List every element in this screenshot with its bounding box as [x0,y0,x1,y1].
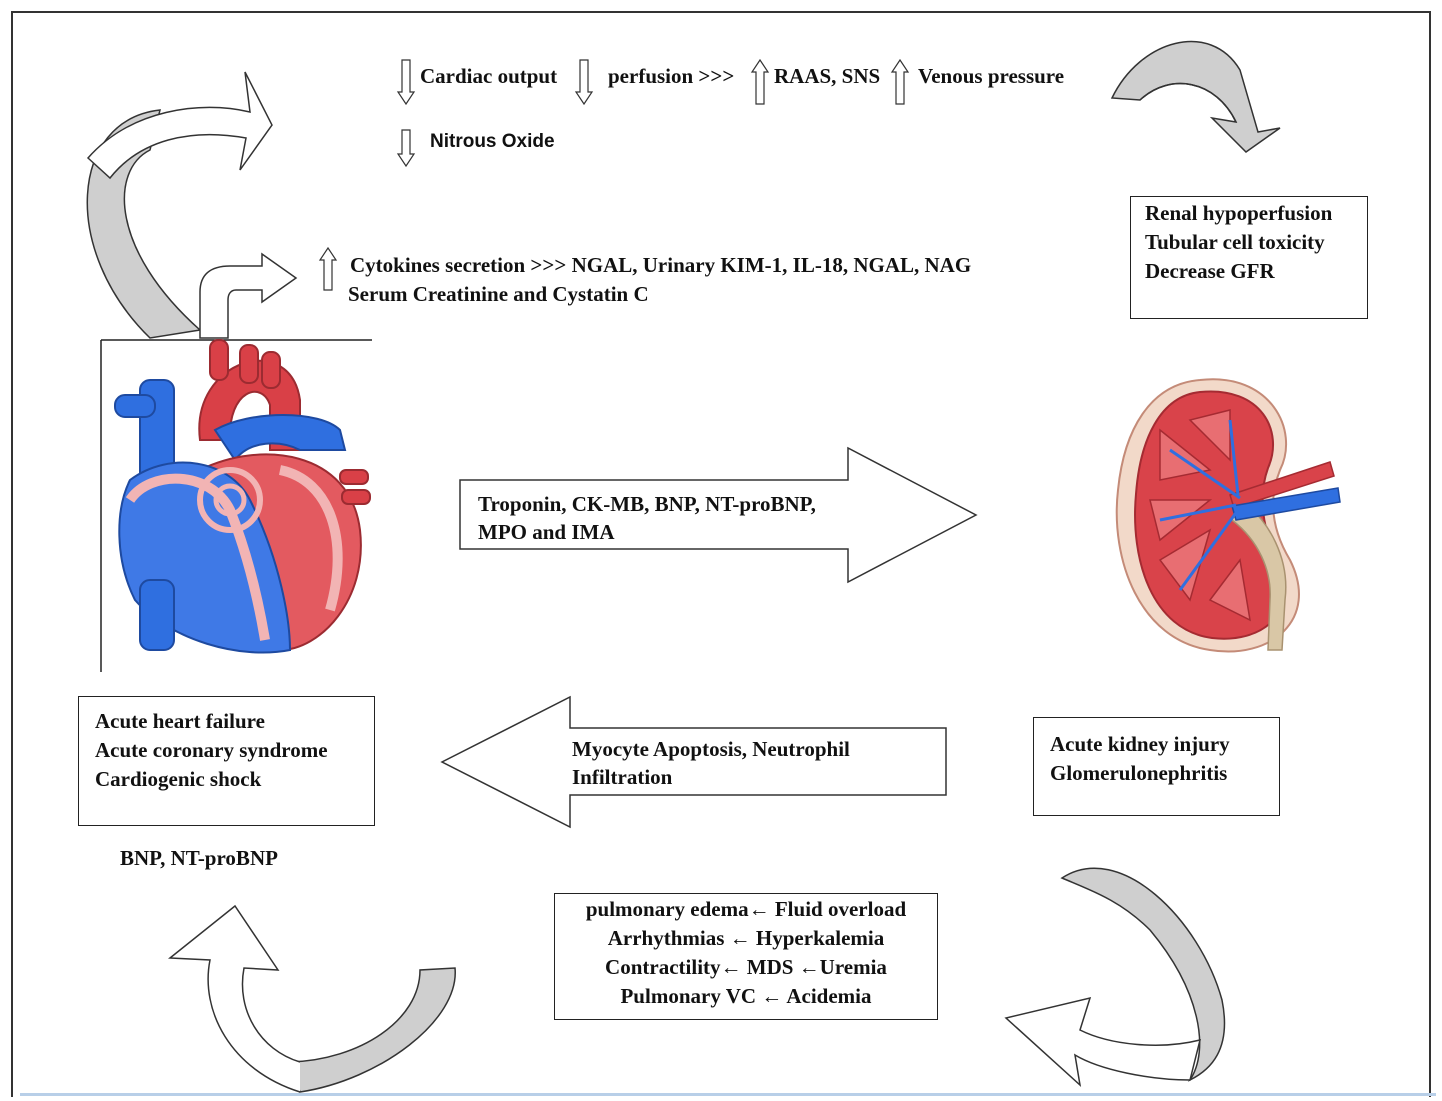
down-arrow-nitrous-oxide [396,129,416,168]
troponin-line-1: Troponin, CK-MB, BNP, NT-proBNP, [478,492,816,516]
effect-line-4: Pulmonary VC ← Acidemia [620,984,872,1008]
heart-conditions-box: Acute heart failure Acute coronary syndr… [78,696,375,826]
curved-arrow-bottom-left [167,904,456,1093]
small-arrow-to-cytokines [199,252,298,339]
kidney-illustration [1115,378,1341,653]
heart-illustration [114,339,371,654]
up-arrow-cytokines [318,246,338,291]
heart-condition-3: Cardiogenic shock [95,767,262,791]
renal-effects-box: Renal hypoperfusion Tubular cell toxicit… [1130,196,1368,319]
myocyte-line-2: Infiltration [572,765,673,789]
cytokines-line-2: Serum Creatinine and Cystatin C [348,282,649,306]
down-arrow-perfusion [574,59,594,106]
kidney-condition-2: Glomerulonephritis [1050,761,1228,785]
cardiac-output-label: Cardiac output [420,64,558,88]
myocyte-line-1: Myocyte Apoptosis, Neutrophil [572,737,850,761]
renal-line-2: Tubular cell toxicity [1145,230,1325,254]
effect-line-2: Arrhythmias ← Hyperkalemia [607,926,885,950]
effect-line-1: pulmonary edema← Fluid overload [585,897,907,921]
big-left-arrow [440,695,947,829]
kidney-condition-1: Acute kidney injury [1050,732,1230,756]
raas-sns-label: RAAS, SNS [774,64,881,88]
cytokines-line-1: Cytokines secretion >>> NGAL, Urinary KI… [350,253,972,277]
up-arrow-venous-pressure [890,58,910,105]
renal-line-3: Decrease GFR [1145,259,1275,283]
perfusion-label: perfusion >>> [608,64,735,88]
effect-line-3: Contractility← MDS ←Uremia [605,955,887,979]
heart-condition-2: Acute coronary syndrome [95,738,328,762]
up-arrow-raas [750,58,770,105]
curved-arrow-top-right [1110,41,1281,153]
cardiac-effects-box: pulmonary edema← Fluid overload Arrhythm… [554,893,938,1020]
diagram-frame [11,11,1431,1097]
heart-image-frame [100,339,372,672]
down-arrow-cardiac-output [396,59,416,106]
venous-pressure-label: Venous pressure [918,64,1065,88]
bottom-divider [20,1093,1436,1096]
troponin-line-2: MPO and IMA [478,520,615,544]
curved-arrow-top-left [86,71,273,339]
renal-line-1: Renal hypoperfusion [1145,201,1333,225]
heart-condition-1: Acute heart failure [95,709,265,733]
big-right-arrow [459,446,978,584]
curved-arrow-bottom-right [1004,867,1226,1088]
kidney-conditions-box: Acute kidney injury Glomerulonephritis [1033,717,1280,816]
nitrous-oxide-label: Nitrous Oxide [430,131,555,152]
bnp-label: BNP, NT-proBNP [120,846,278,870]
